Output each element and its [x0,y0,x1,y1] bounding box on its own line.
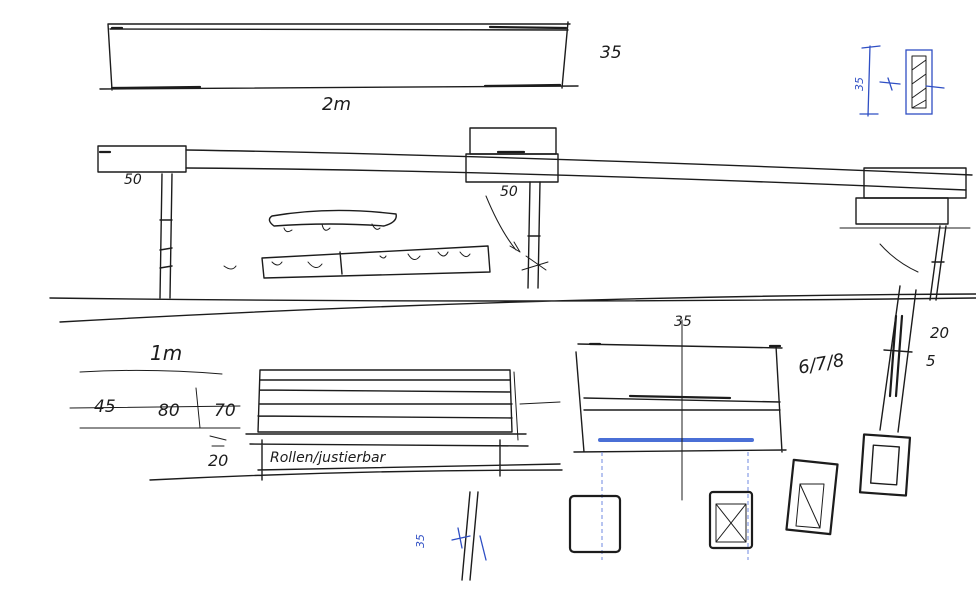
dim-70: 70 [214,401,236,421]
bench-side-view [69,369,563,481]
top-bench-elevation [99,21,579,91]
dim-5-right: 5 [926,352,936,370]
blue-height-detail [451,491,487,581]
connector-detail-sketch [223,209,491,279]
dim-20-right: 20 [930,324,949,342]
blue-section-detail [859,45,945,117]
top-length-label: 2m [322,94,351,115]
floor-lines [49,293,976,323]
length-1m: 1m [150,341,182,365]
dim-20-left: 20 [208,451,228,470]
blue-dim-top: 35 [853,77,866,91]
top-dim-35: 35 [600,43,622,63]
dim-50-left: 50 [124,172,142,188]
bench-section [568,319,787,560]
profile-details [785,285,917,536]
note-rollen: Rollen/justierbar [270,450,387,466]
dim-80: 80 [158,401,180,421]
dim-6-7-8: 6/7/8 [797,350,846,379]
bench-perspective [97,127,973,301]
mid-dim-35: 35 [674,314,692,330]
blue-dim-bottom: 35 [414,534,427,548]
dim-45: 45 [94,397,116,417]
dim-50-mid: 50 [500,184,518,200]
